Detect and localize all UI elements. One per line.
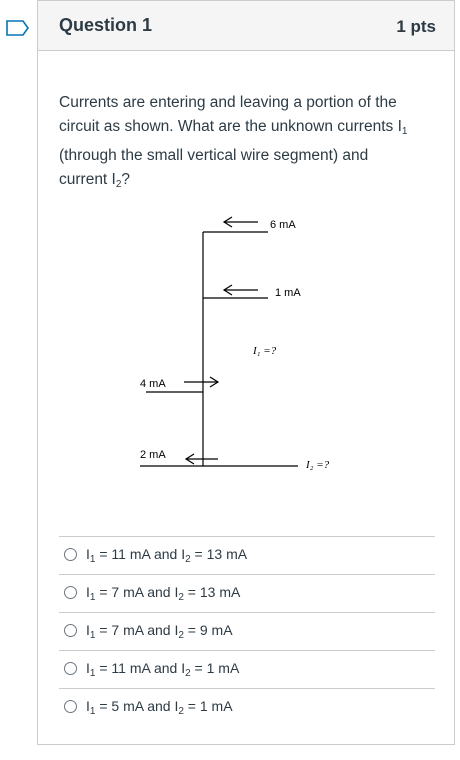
label-1ma: 1 mA (275, 287, 301, 299)
arrow-4ma-icon (184, 376, 220, 388)
answer-text-part: = 1 mA (190, 660, 240, 676)
answer-label: I1 = 11 mA and I2 = 13 mA (86, 546, 247, 565)
answer-text-sub: 1 (89, 668, 96, 679)
answer-text-part: I (86, 584, 90, 600)
radio-circle-icon[interactable] (64, 700, 77, 713)
answer-text-part: = 11 mA and I (95, 546, 186, 562)
answer-text-part: = 11 mA and I (95, 660, 186, 676)
answer-text-sub: 1 (89, 706, 96, 717)
question-text-part: Currents are entering and leaving a port… (59, 94, 402, 135)
question-points: 1 pts (396, 17, 436, 36)
label-i1: I₁ =? (252, 345, 277, 357)
answer-text-sub: 1 (89, 630, 96, 641)
bookmark-flag-icon[interactable] (6, 20, 30, 36)
answer-label: I1 = 11 mA and I2 = 1 mA (86, 660, 239, 679)
label-6ma: 6 mA (270, 219, 296, 231)
answer-text-sub: 2 (185, 668, 191, 679)
answer-text-part: = 7 mA and I (95, 622, 179, 638)
answer-text-part: = 13 mA (183, 584, 241, 600)
question-text-sub: 2 (115, 179, 122, 190)
answer-label: I1 = 5 mA and I2 = 1 mA (86, 698, 233, 717)
answer-text-sub: 2 (178, 630, 184, 641)
answer-text-part: I (86, 698, 90, 714)
radio-circle-icon[interactable] (64, 548, 77, 561)
question-title: Question 1 (59, 15, 153, 35)
answer-text-sub: 2 (178, 706, 184, 717)
answer-text-part: = 5 mA and I (95, 698, 179, 714)
answer-text-part: = 9 mA (183, 622, 233, 638)
arrow-6ma-icon (222, 216, 258, 228)
radio-circle-icon[interactable] (64, 624, 77, 637)
label-4ma: 4 mA (140, 378, 166, 390)
answer-label: I1 = 7 mA and I2 = 13 mA (86, 584, 240, 603)
question-text-part: (through the small vertical wire segment… (59, 147, 369, 188)
answer-label: I1 = 7 mA and I2 = 9 mA (86, 622, 233, 641)
arrow-2ma-icon (184, 453, 218, 465)
answer-text-part: = 1 mA (183, 698, 233, 714)
answer-option[interactable]: I1 = 5 mA and I2 = 1 mA (59, 688, 435, 726)
answer-text-sub: 2 (178, 592, 184, 603)
question-card: Question 1 1 pts Currents are entering a… (37, 0, 455, 745)
answer-text-sub: 1 (89, 554, 96, 565)
label-2ma: 2 mA (140, 449, 166, 461)
answer-text-part: I (86, 622, 90, 638)
label-i2: I₂ =? (305, 459, 330, 471)
answer-option[interactable]: I1 = 7 mA and I2 = 9 mA (59, 612, 435, 650)
answer-option[interactable]: I1 = 11 mA and I2 = 1 mA (59, 650, 435, 688)
answer-text-part: I (86, 546, 90, 562)
radio-circle-icon[interactable] (64, 586, 77, 599)
question-header: Question 1 1 pts (38, 1, 454, 51)
answer-list: I1 = 11 mA and I2 = 13 mA I1 = 7 mA and … (59, 536, 435, 726)
answer-text-part: = 7 mA and I (95, 584, 179, 600)
answer-text-sub: 1 (89, 592, 96, 603)
question-text-sub: 1 (401, 126, 408, 137)
arrow-1ma-icon (222, 284, 258, 296)
answer-option[interactable]: I1 = 7 mA and I2 = 13 mA (59, 574, 435, 612)
answer-text-part: I (86, 660, 90, 676)
answer-text-part: = 13 mA (190, 546, 248, 562)
answer-option[interactable]: I1 = 11 mA and I2 = 13 mA (59, 536, 435, 574)
radio-circle-icon[interactable] (64, 662, 77, 675)
question-text: Currents are entering and leaving a port… (59, 91, 419, 197)
circuit-diagram: 6 mA 1 mA 4 mA 2 mA I₁ =? I₂ =? (140, 216, 330, 471)
answer-text-sub: 2 (185, 554, 191, 565)
question-text-part: ? (121, 171, 131, 188)
